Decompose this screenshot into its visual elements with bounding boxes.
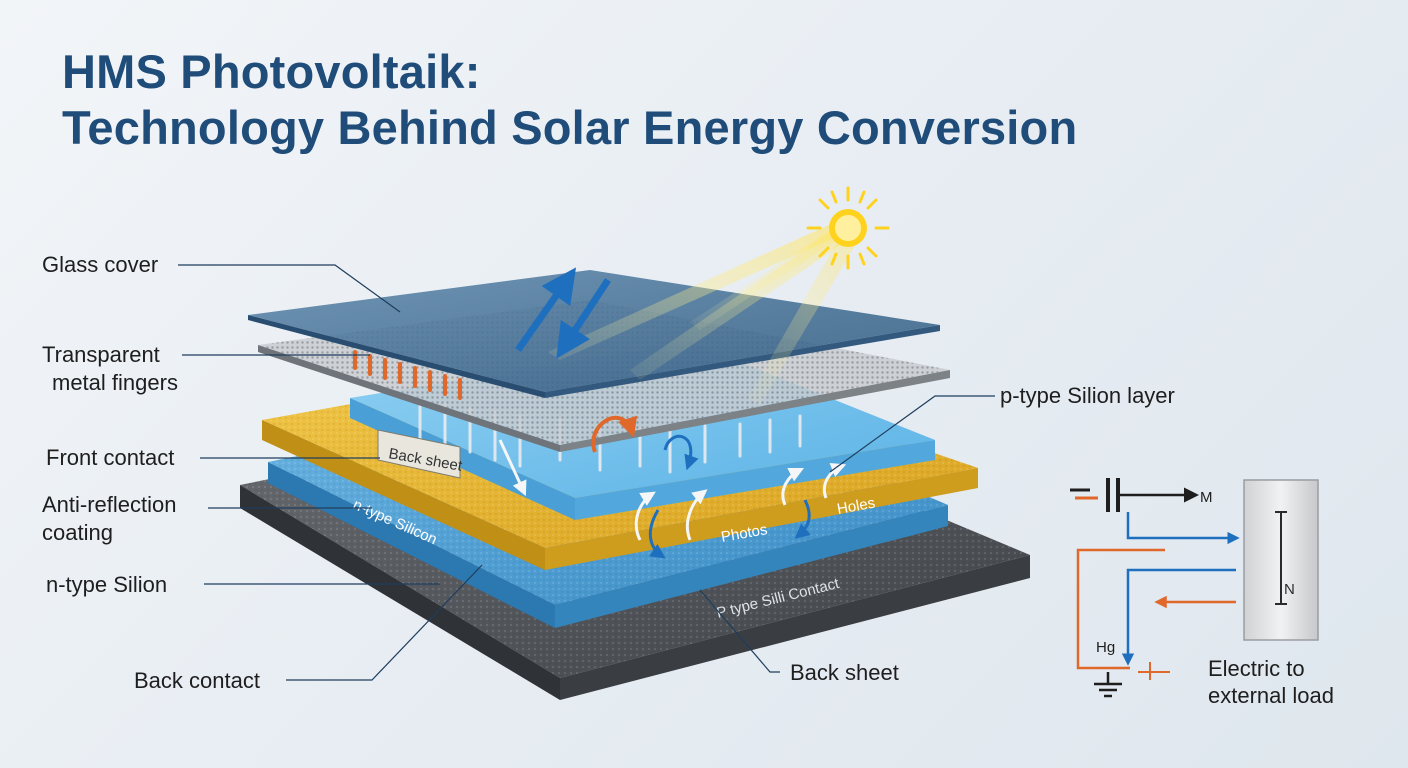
light-beams <box>548 220 862 405</box>
load-box: N <box>1243 479 1319 641</box>
callout-glass-cover: Glass cover <box>42 252 158 277</box>
page-title: HMS Photovoltaik: Technology Behind Sola… <box>62 44 1077 156</box>
callout-back-sheet: Back sheet <box>790 660 899 685</box>
reflection-arrows <box>515 267 611 359</box>
holes-label: Holes <box>836 495 877 518</box>
callout-antireflection-line2: coating <box>42 520 113 545</box>
callout-antireflection-line1: Anti-reflection <box>42 492 177 517</box>
callout-back-contact: Back contact <box>134 668 260 693</box>
callout-transparent-line2: metal fingers <box>52 370 178 395</box>
sun-icon <box>806 186 890 270</box>
callout-electric-line2: external load <box>1208 683 1334 708</box>
circuit-m-label: M <box>1200 489 1213 506</box>
charge-flow-arrows <box>498 415 847 559</box>
external-circuit: M N Hg Electric to external load <box>1070 478 1334 708</box>
battery-icon <box>1070 478 1120 512</box>
ground-icon <box>1094 672 1122 698</box>
callout-front-contact: Front contact <box>46 445 174 470</box>
glass-cover-layer <box>248 270 940 398</box>
back-sheet-tag: Back sheet <box>377 429 464 479</box>
title-line-1: HMS Photovoltaik: <box>62 45 481 98</box>
callout-transparent-line1: Transparent <box>42 342 160 367</box>
title-line-2: Technology Behind Solar Energy Conversio… <box>62 101 1078 154</box>
callout-electric-line1: Electric to <box>1208 656 1305 681</box>
circuit-hg-label: Hg <box>1096 639 1115 656</box>
callout-ptype-layer: p-type Silion layer <box>1000 383 1175 408</box>
orange-fingers <box>353 350 462 400</box>
callout-lines <box>178 264 995 681</box>
callout-ntype-silion: n-type Silion <box>46 572 167 597</box>
circuit-n-label: N <box>1284 581 1295 598</box>
